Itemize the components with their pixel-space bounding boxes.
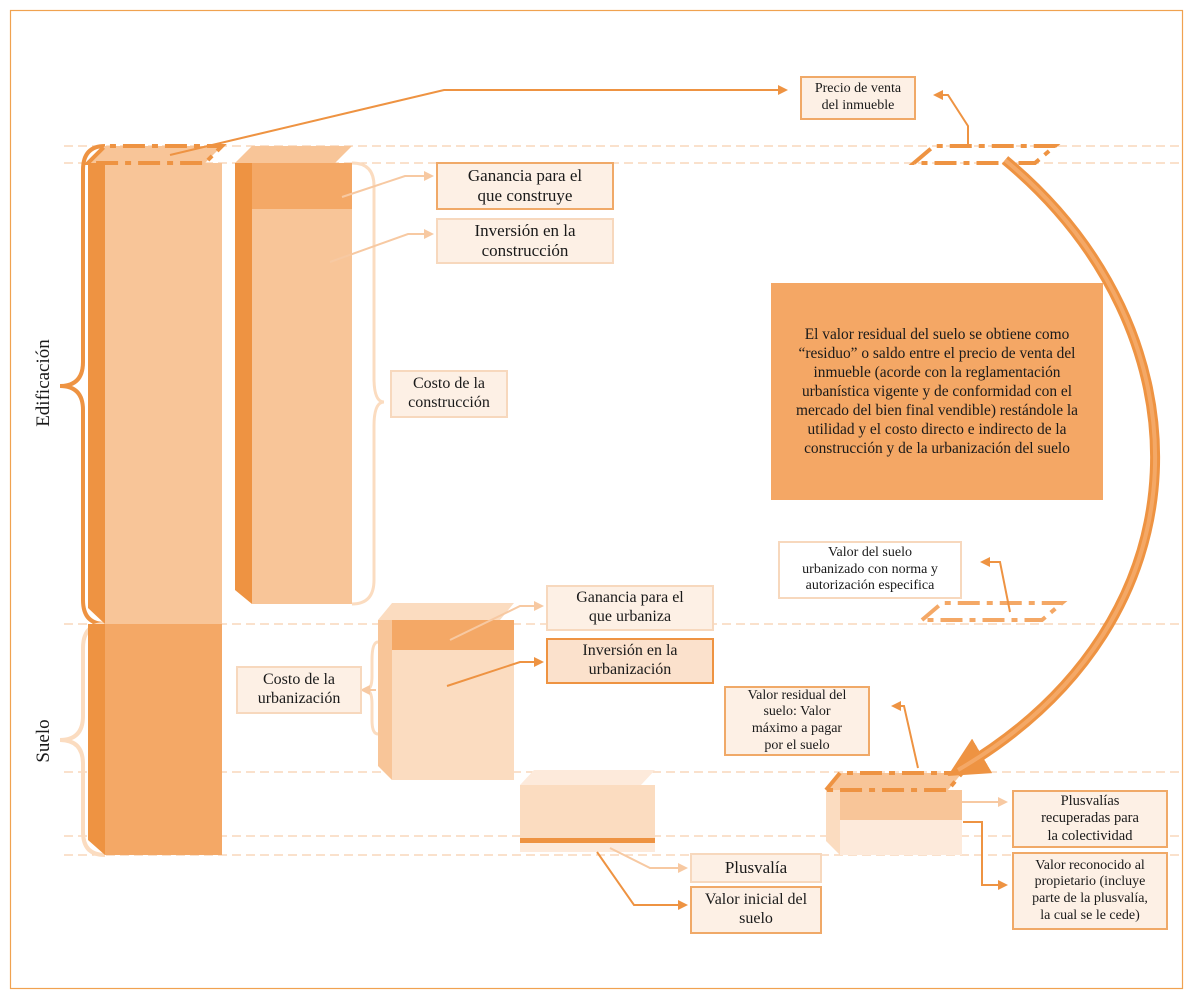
curved-arrow-inner [956,158,1158,772]
brace-suelo [59,622,106,857]
label-inversion-urbanizacion: Inversión en la urbanización [546,638,714,684]
label-valor-reconocido: Valor reconocido al propietario (incluye… [1012,852,1168,930]
label-plusvalia: Plusvalía [690,853,822,883]
column-total [88,146,222,855]
explanation-box: El valor residual del suelo se obtiene c… [771,283,1103,500]
column-valor-residual [826,773,962,855]
label-precio-venta: Precio de venta del inmueble [800,76,916,120]
label-valor-inicial: Valor inicial del suelo [690,886,822,934]
precio-venta-plane [908,144,1061,165]
outer-border [9,9,1184,990]
column-urbanizacion [378,603,514,780]
column-construccion [235,146,352,604]
brace-edificacion [59,144,106,626]
brace-construccion [351,161,385,606]
label-plusvalias-recuperadas: Plusvalías recuperadas para la colectivi… [1012,790,1168,848]
label-valor-residual: Valor residual del suelo: Valor máximo a… [724,686,870,756]
label-valor-suelo-urbanizado: Valor del suelo urbanizado con norma y a… [778,541,962,599]
brace-urbanizacion [365,640,379,736]
connectors-dark [169,85,1011,910]
suelo-urbanizado-plane [916,601,1068,622]
column-valor-inicial [520,770,655,852]
side-label-suelo: Suelo [33,719,54,763]
label-costo-urbanizacion: Costo de la urbanización [236,666,362,714]
label-inversion-construccion: Inversión en la construcción [436,218,614,264]
connectors-light [329,171,1008,873]
side-label-edificacion: Edificación [33,339,54,427]
guide-lines [64,145,1184,856]
column-top-outline [83,144,227,165]
label-ganancia-construye: Ganancia para el que construye [436,162,614,210]
explanation-text: El valor residual del suelo se obtiene c… [795,325,1079,458]
label-ganancia-urbaniza: Ganancia para el que urbaniza [546,585,714,631]
label-costo-construccion: Costo de la construcción [390,370,508,418]
